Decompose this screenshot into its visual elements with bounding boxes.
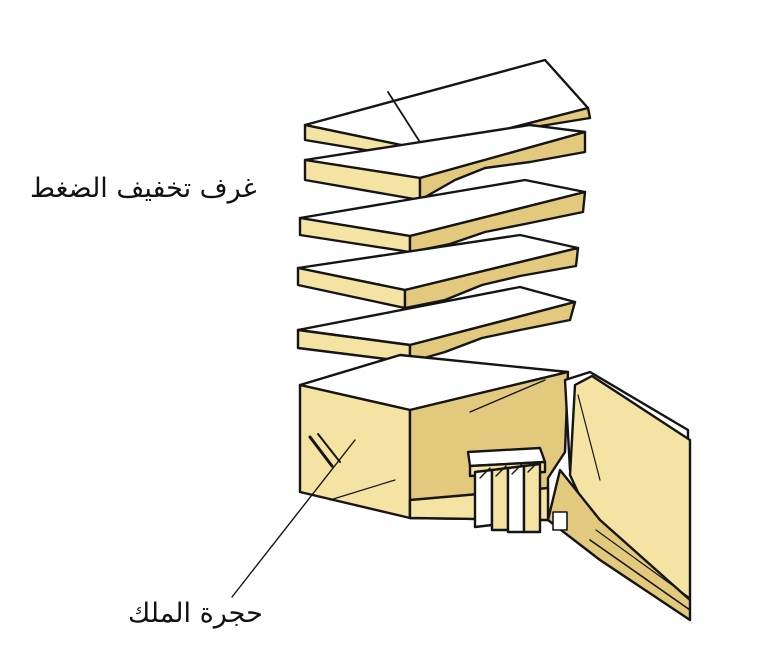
relieving-slab-1 (303, 123, 587, 202)
kings-chamber-label: حجرة الملك (128, 598, 263, 629)
relieving-slab-4 (296, 285, 577, 364)
grand-gallery (546, 370, 692, 622)
relieving-chambers-label: غرف تخفيف الضغط (30, 173, 257, 204)
kings-chamber-pointer (231, 439, 356, 598)
relieving-slab-3 (296, 233, 580, 310)
portcullis-detail (466, 446, 547, 534)
